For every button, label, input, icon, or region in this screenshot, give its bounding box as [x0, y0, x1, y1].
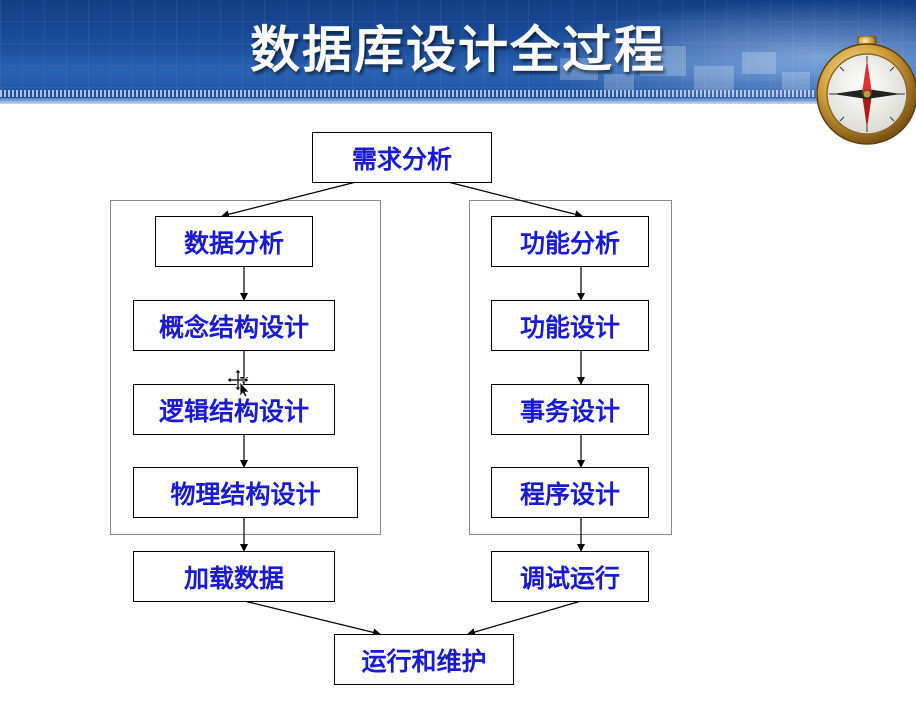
node-transaction-design: 事务设计 — [491, 384, 649, 435]
node-operation-maintenance: 运行和维护 — [334, 634, 514, 685]
header-tile — [640, 46, 686, 76]
node-program-design: 程序设计 — [491, 467, 649, 518]
function-design-group-frame — [469, 200, 672, 535]
arrow-requirements-to-function-analysis — [447, 181, 583, 219]
node-function-analysis: 功能分析 — [491, 216, 649, 267]
node-debug-run: 调试运行 — [491, 551, 649, 602]
node-logical-design: 逻辑结构设计 — [133, 384, 335, 435]
move-cursor-icon — [226, 368, 250, 398]
page-title: 数据库设计全过程 — [250, 21, 666, 79]
header-dotted-line — [0, 90, 916, 97]
node-load-data: 加载数据 — [133, 551, 335, 602]
header-tile — [742, 52, 776, 74]
arrow-load-to-maintenance — [243, 600, 381, 637]
header-tile — [694, 66, 734, 90]
slide-header: 数据库设计全过程 — [0, 0, 916, 104]
header-tile — [782, 72, 810, 90]
header-tile — [604, 74, 634, 90]
arrow-debug-to-maintenance — [467, 600, 582, 636]
compass-icon — [816, 36, 916, 145]
data-design-group-frame — [110, 200, 381, 535]
node-conceptual-design: 概念结构设计 — [133, 300, 335, 351]
header-bottom-stripe — [0, 98, 916, 104]
node-function-design: 功能设计 — [491, 300, 649, 351]
node-physical-design: 物理结构设计 — [133, 467, 358, 518]
arrow-requirements-to-data-analysis — [221, 181, 357, 219]
node-requirements-analysis: 需求分析 — [312, 132, 492, 183]
node-data-analysis: 数据分析 — [155, 216, 313, 267]
header-tile — [560, 58, 598, 80]
